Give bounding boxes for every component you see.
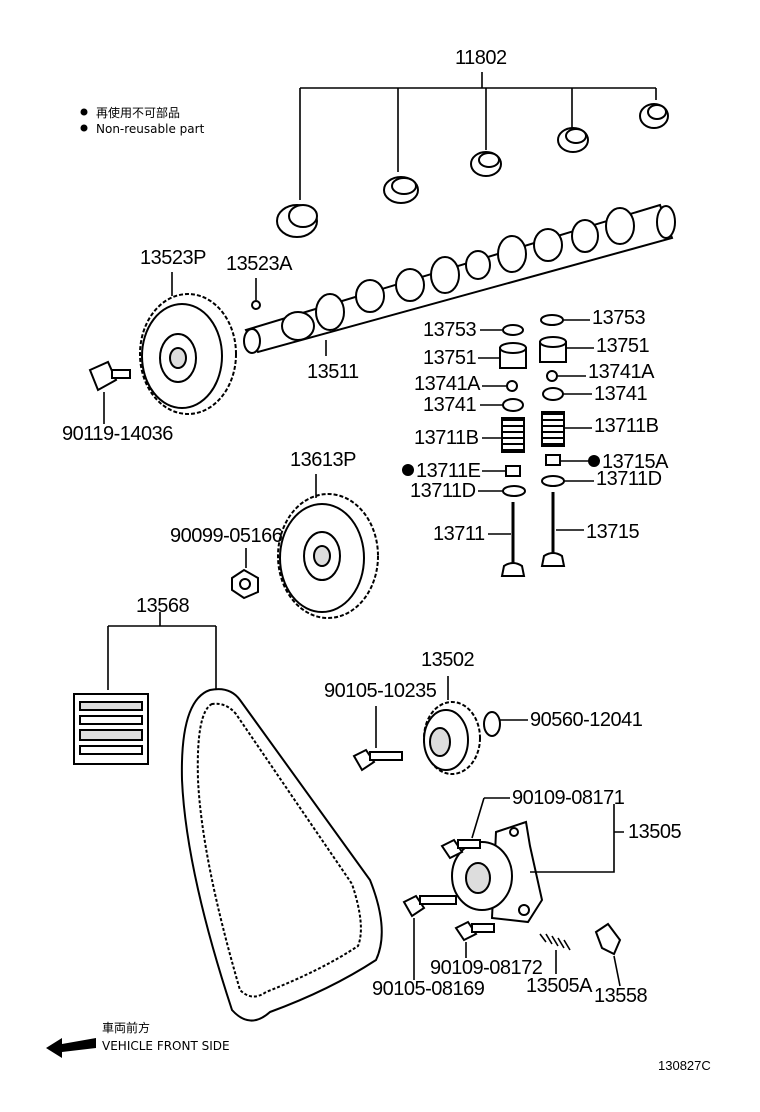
legend-en: Non-reusable part — [96, 122, 205, 136]
reference-code: 130827C — [658, 1058, 711, 1073]
bearing-icon — [639, 103, 669, 129]
shim-icon — [540, 314, 564, 326]
label-13753-right[interactable]: 13753 — [592, 307, 646, 329]
label-13558[interactable]: 13558 — [594, 985, 648, 1007]
label-11802[interactable]: 11802 — [455, 47, 508, 69]
label-13711D-right[interactable]: 13711D — [596, 468, 662, 490]
valve-spring-icon — [541, 411, 565, 447]
valve-lifter-icon — [539, 336, 567, 363]
label-13523P[interactable]: 13523P — [140, 247, 207, 269]
valve-spring-icon — [501, 417, 525, 453]
label-13505A[interactable]: 13505A — [526, 975, 594, 997]
label-90099-05166[interactable]: 90099-05166 — [170, 525, 283, 547]
label-13711D-left[interactable]: 13711D — [410, 480, 476, 502]
pulley-bolt-icon — [88, 360, 131, 392]
label-13511[interactable]: 13511 — [307, 361, 360, 383]
part-11802-group: 11802 — [276, 47, 669, 238]
label-90105-10235[interactable]: 90105-10235 — [324, 680, 437, 702]
spacer-washer-icon — [483, 711, 501, 737]
label-90119-14036[interactable]: 90119-14036 — [62, 423, 174, 445]
label-13741A-right[interactable]: 13741A — [588, 361, 656, 383]
label-13523A[interactable]: 13523A — [226, 253, 294, 275]
valve-lifter-icon — [499, 342, 527, 369]
front-direction-arrow-icon — [46, 1038, 96, 1058]
label-13711B-right[interactable]: 13711B — [594, 415, 659, 437]
bolt-icon — [454, 920, 495, 942]
label-13502[interactable]: 13502 — [421, 649, 475, 671]
label-90109-08172[interactable]: 90109-08172 — [430, 957, 543, 979]
label-13753-left[interactable]: 13753 — [423, 319, 477, 341]
label-13751-left[interactable]: 13751 — [423, 347, 477, 369]
bolt-icon — [440, 838, 481, 860]
non-reusable-dot-icon — [80, 108, 88, 116]
label-13568[interactable]: 13568 — [136, 595, 190, 617]
tensioner-icon — [451, 820, 544, 924]
valve-stem-seal-icon — [505, 465, 521, 477]
legend: 再使用不可部品 Non-reusable part — [80, 105, 205, 136]
label-13505[interactable]: 13505 — [628, 821, 682, 843]
nut-icon — [231, 568, 259, 600]
cam-timing-pulley-icon — [139, 293, 237, 415]
timing-pulley-icon — [277, 493, 379, 619]
stopper-bracket-icon — [594, 922, 622, 956]
valve-keeper-icon — [506, 380, 518, 392]
shim-icon — [502, 324, 524, 336]
label-13741-left[interactable]: 13741 — [423, 394, 477, 416]
tension-spring-icon — [539, 933, 571, 951]
spring-retainer-icon — [542, 387, 564, 401]
label-13715A[interactable]: 13715A — [602, 451, 670, 473]
timing-belt-icon — [180, 688, 383, 1022]
direction-jp: 車両前方 — [102, 1020, 150, 1035]
label-13613P[interactable]: 13613P — [290, 449, 357, 471]
camshaft-icon — [243, 203, 676, 354]
valve-keeper-icon — [546, 370, 558, 382]
bearing-icon — [470, 151, 502, 177]
label-90105-08169[interactable]: 90105-08169 — [372, 978, 485, 1000]
non-reusable-dot-icon — [80, 124, 88, 132]
label-13741A-left[interactable]: 13741A — [414, 373, 482, 395]
label-90560-12041[interactable]: 90560-12041 — [530, 709, 643, 731]
exhaust-valve-icon — [540, 492, 566, 567]
bearing-icon — [557, 127, 589, 153]
direction-en: VEHICLE FRONT SIDE — [102, 1039, 230, 1053]
belt-label-icon — [73, 693, 149, 765]
idler-pulley-icon — [423, 701, 481, 775]
label-13741-right[interactable]: 13741 — [594, 383, 648, 405]
label-13711E[interactable]: 13711E — [416, 460, 481, 482]
non-reusable-dot-icon — [588, 455, 600, 467]
spring-seat-icon — [502, 485, 526, 497]
bearing-icon — [276, 204, 318, 238]
bolt-icon — [352, 748, 403, 772]
knock-pin-icon — [251, 300, 261, 310]
bolt-icon — [402, 894, 457, 918]
label-13751-right[interactable]: 13751 — [596, 335, 650, 357]
spring-retainer-icon — [502, 398, 524, 412]
legend-jp: 再使用不可部品 — [96, 105, 180, 120]
label-13711B-left[interactable]: 13711B — [414, 427, 479, 449]
label-13715[interactable]: 13715 — [586, 521, 640, 543]
intake-valve-icon — [500, 502, 526, 577]
non-reusable-dot-icon — [402, 464, 414, 476]
spring-seat-icon — [541, 475, 565, 487]
bearing-icon — [383, 176, 419, 204]
label-90109-08171[interactable]: 90109-08171 — [512, 787, 625, 809]
label-13711[interactable]: 13711 — [433, 523, 486, 545]
valve-stem-seal-icon — [545, 454, 561, 466]
